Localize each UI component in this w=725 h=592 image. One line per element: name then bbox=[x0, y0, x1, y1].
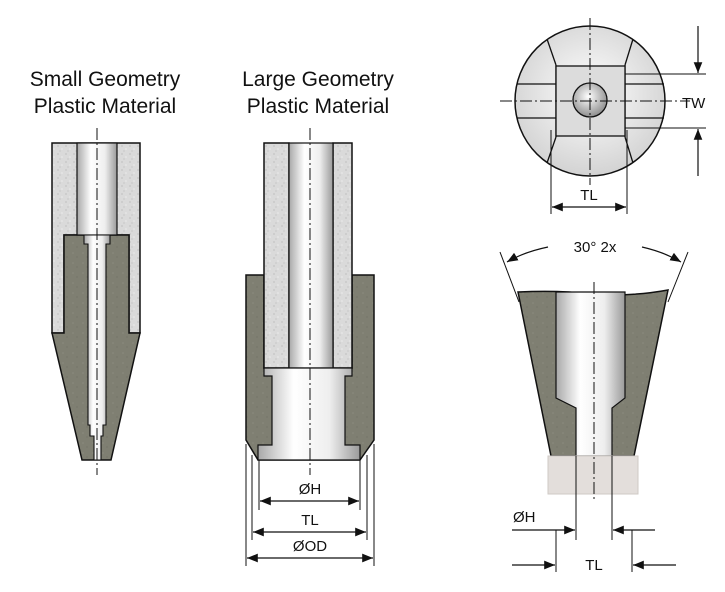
large-insulator-right bbox=[332, 142, 353, 369]
large-upper-bore bbox=[288, 142, 334, 369]
detail-label-h: ØH bbox=[513, 509, 536, 526]
title-small-line1: Small Geometry bbox=[30, 68, 181, 91]
large-label-od: ØOD bbox=[293, 538, 327, 555]
large-lower-bore bbox=[257, 367, 361, 461]
detail-plastic-plug bbox=[547, 455, 639, 495]
angle-arc-right bbox=[641, 246, 682, 263]
detail-label-angle: 30° 2x bbox=[574, 239, 617, 256]
detail-label-tl: TL bbox=[585, 557, 603, 574]
large-geometry-nozzle: ØH TL ØOD bbox=[245, 128, 375, 566]
large-insulator-left bbox=[263, 142, 290, 369]
angle-arc-left bbox=[506, 246, 549, 263]
title-small-line2: Plastic Material bbox=[34, 95, 176, 118]
large-label-h: ØH bbox=[299, 481, 322, 498]
title-large-line1: Large Geometry bbox=[242, 68, 394, 91]
small-geometry-nozzle bbox=[51, 128, 141, 475]
title-large-line2: Plastic Material bbox=[247, 95, 389, 118]
small-lower-bore bbox=[83, 234, 111, 461]
detail-section: 30° 2x ØH TL bbox=[499, 239, 689, 574]
angle-ext-left bbox=[499, 251, 520, 303]
angle-ext-right bbox=[667, 251, 689, 303]
top-label-tl: TL bbox=[580, 187, 598, 204]
large-label-tl: TL bbox=[301, 512, 319, 529]
top-label-tw: TW bbox=[682, 95, 706, 112]
end-view: TW TL bbox=[500, 18, 706, 214]
